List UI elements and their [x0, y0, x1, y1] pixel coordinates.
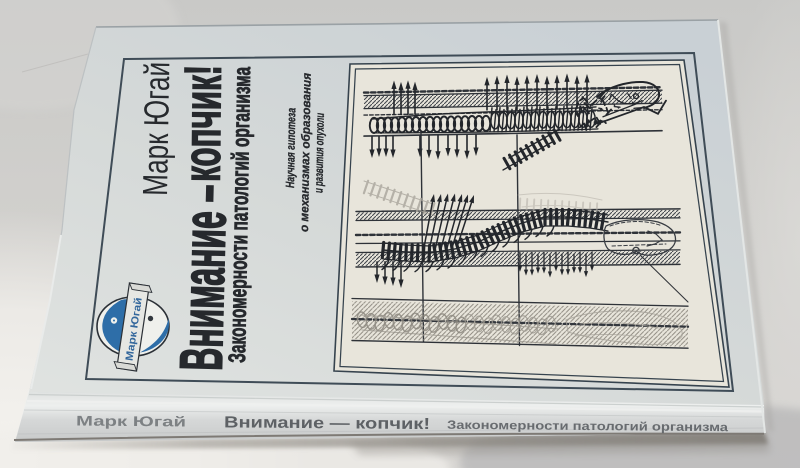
svg-text:копчик!: копчик!: [174, 65, 233, 183]
svg-text:Закономерности патологий орган: Закономерности патологий организма: [447, 418, 729, 434]
svg-text:Марк Югай: Марк Югай: [76, 413, 186, 430]
svg-text:и развития опухоли: и развития опухоли: [312, 112, 327, 193]
svg-text:Марк Югай: Марк Югай: [136, 61, 177, 196]
svg-text:Внимание –: Внимание –: [168, 184, 240, 372]
svg-text:о механизмах образования: о механизмах образования: [297, 73, 314, 232]
svg-text:Научная гипотеза: Научная гипотеза: [283, 108, 298, 188]
svg-text:Внимание — копчик!: Внимание — копчик!: [224, 414, 430, 433]
svg-text:Закономерности патологий орган: Закономерности патологий организма: [224, 66, 256, 363]
